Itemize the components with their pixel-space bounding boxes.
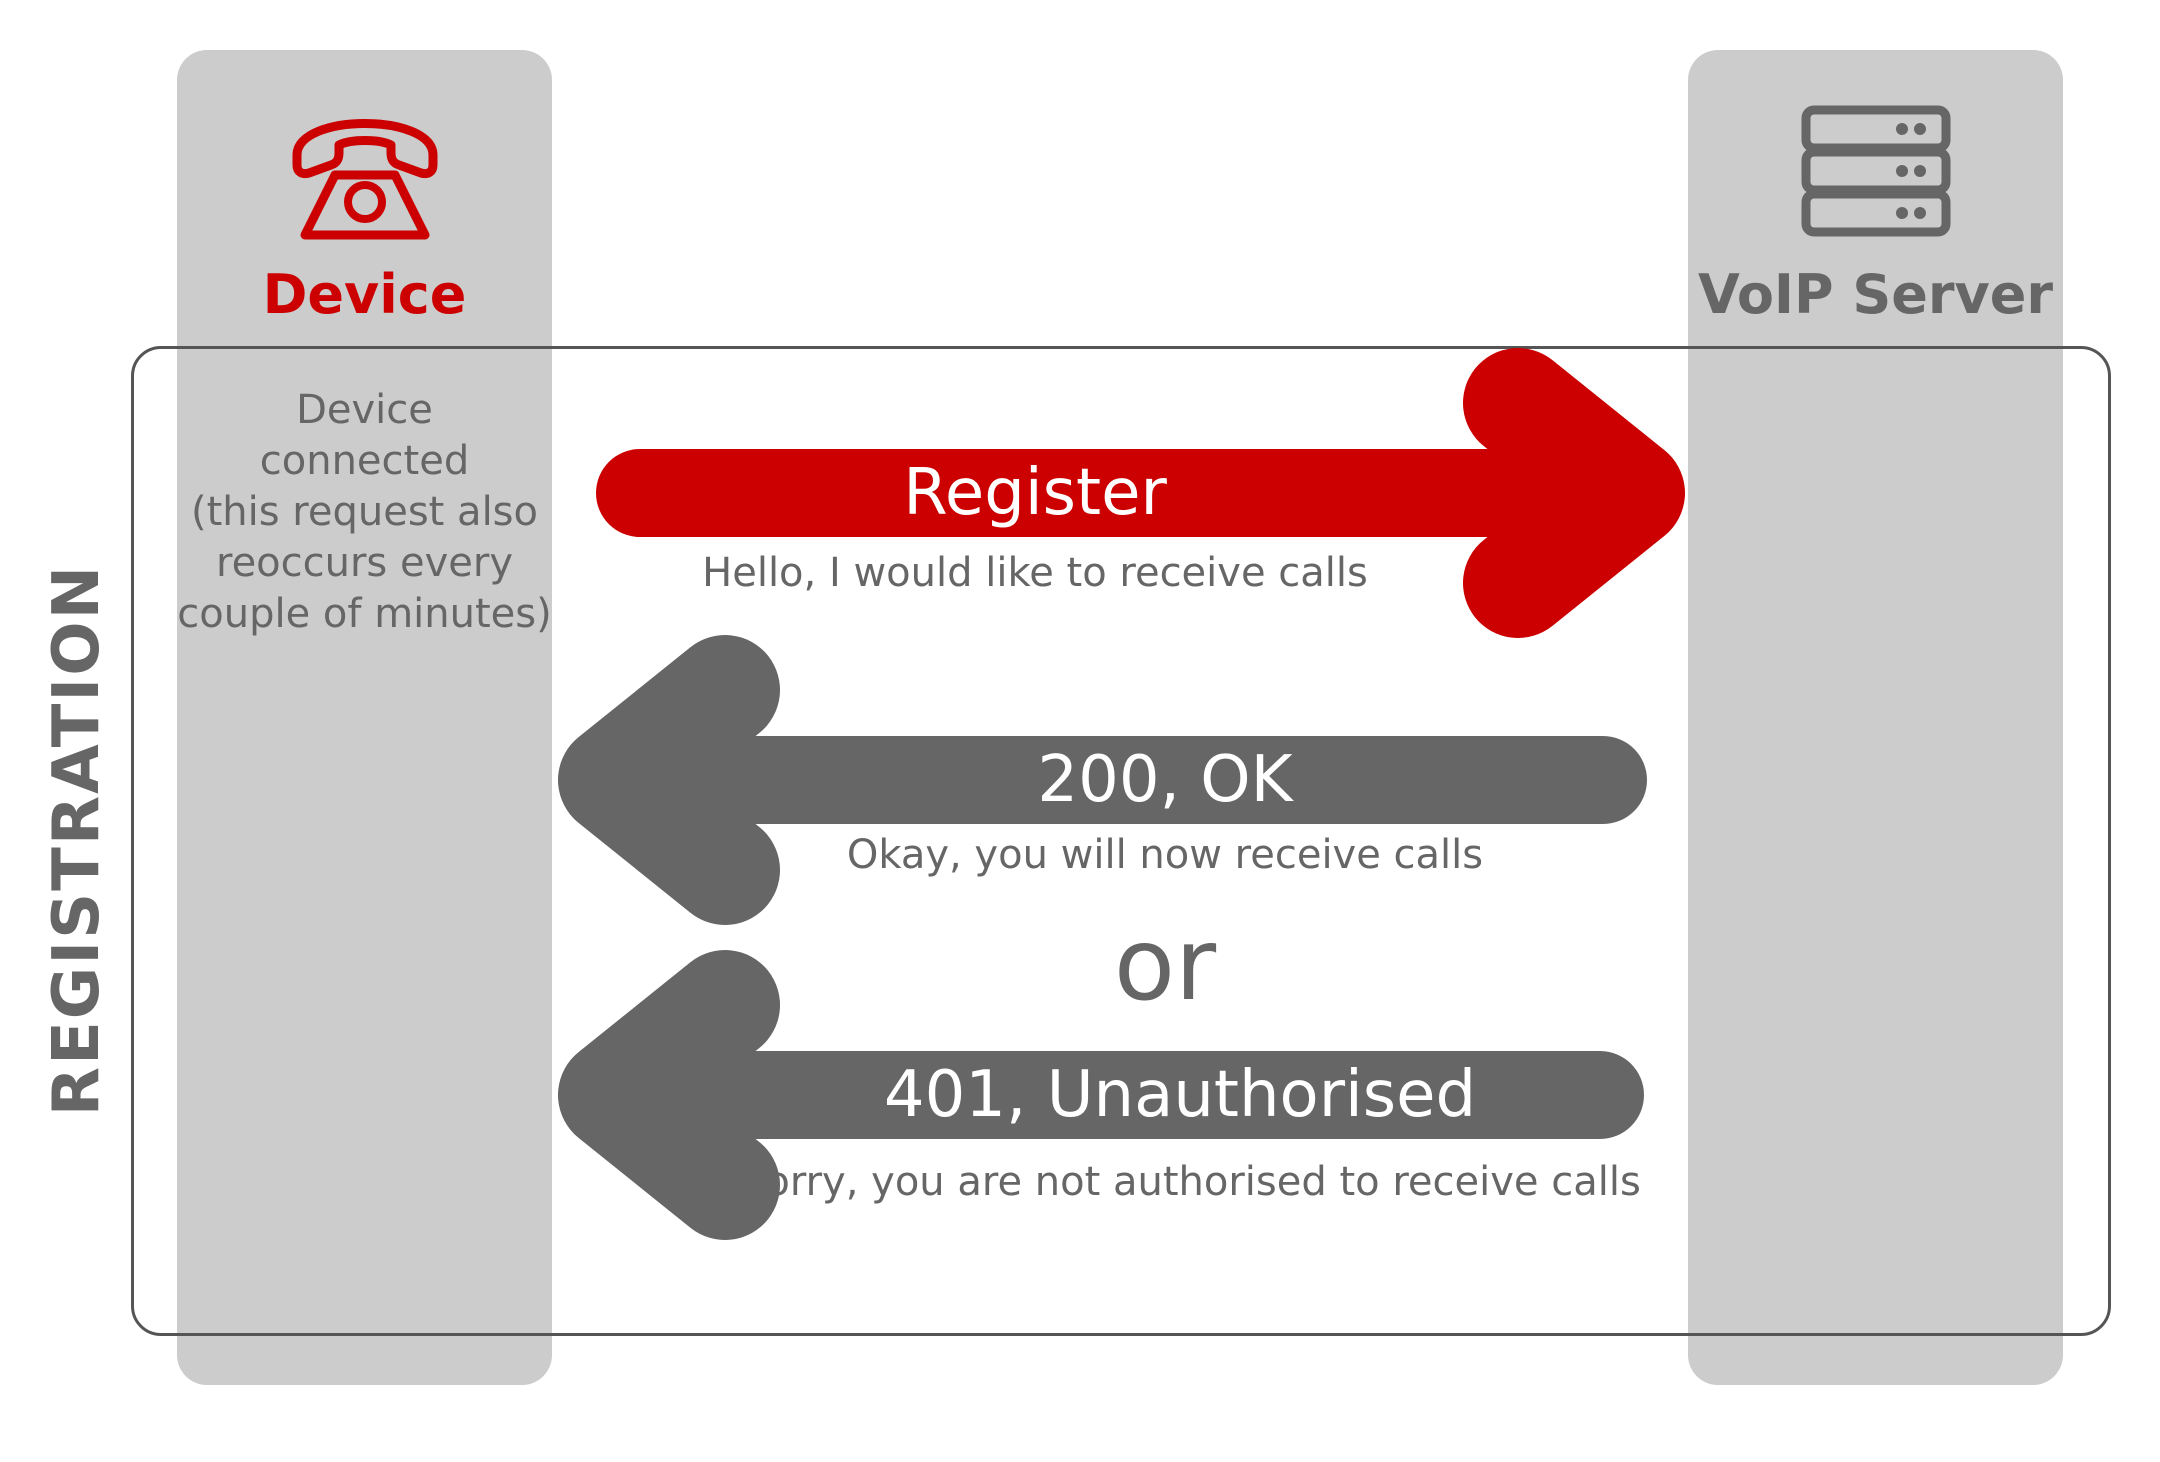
device-note-line: couple of minutes): [177, 591, 552, 637]
device-title: Device: [262, 263, 467, 326]
or-separator: or: [1113, 906, 1217, 1023]
device-note: Device connected (this request also reoc…: [177, 385, 552, 640]
registration-phase-box: [131, 346, 2111, 1336]
register-description: Hello, I would like to receive calls: [702, 550, 1368, 596]
server-icon: [1688, 105, 2063, 245]
device-note-line: Device: [296, 387, 433, 433]
server-title: VoIP Server: [1697, 263, 2053, 326]
ok-label: 200, OK: [1037, 743, 1293, 817]
unauthorised-description: Sorry, you are not authorised to receive…: [740, 1159, 1641, 1205]
server-column: VoIP Server: [1688, 50, 2063, 1385]
telephone-icon: [177, 105, 552, 245]
ok-description: Okay, you will now receive calls: [846, 832, 1484, 878]
register-arrow: [596, 348, 1685, 638]
register-label: Register: [903, 456, 1167, 530]
device-note-line: connected: [259, 438, 470, 484]
unauthorised-label: 401, Unauthorised: [883, 1058, 1477, 1132]
device-column: Device Device connected (this request al…: [177, 50, 552, 1385]
ok-arrow: [558, 635, 1647, 925]
device-note-line: reoccurs every: [216, 540, 513, 586]
device-note-line: (this request also: [190, 489, 538, 535]
unauthorised-arrow: [558, 950, 1644, 1240]
